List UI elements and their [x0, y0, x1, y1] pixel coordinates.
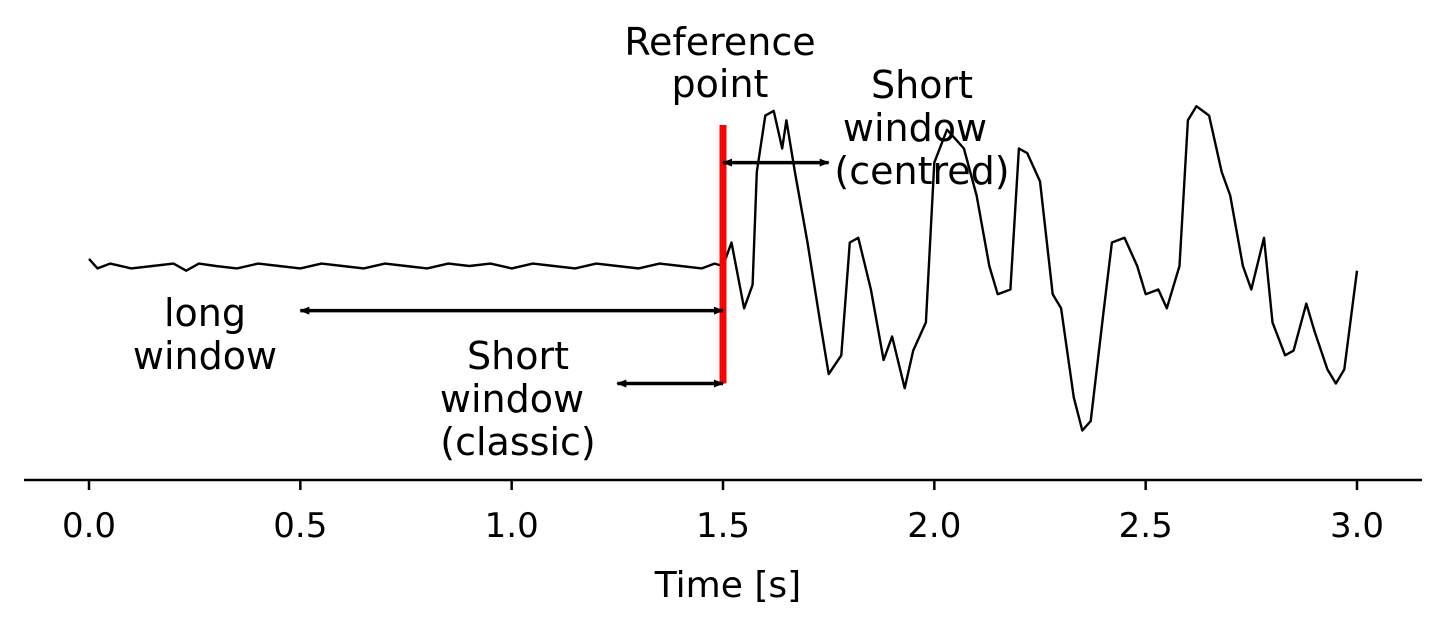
annotation-reference-line1: Reference — [624, 20, 815, 64]
x-axis-label: Time [s] — [654, 565, 801, 606]
signal-line-0 — [88, 104, 1359, 432]
annotation-short-classic-line2: window — [440, 377, 584, 421]
annotation-reference-line2: point — [672, 62, 769, 106]
x-tick-label: 0.5 — [273, 506, 327, 546]
x-tick-label: 2.5 — [1119, 506, 1173, 546]
annotation-short-classic-line1: Short — [467, 334, 569, 378]
annotation-short-centred-line1: Short — [871, 63, 973, 107]
annotation-short-centred-line3: (centred) — [834, 149, 1009, 193]
x-tick-label: 1.5 — [696, 506, 750, 546]
x-tick-label: 2.0 — [907, 506, 961, 546]
annotation-short-centred-line2: window — [843, 106, 987, 150]
arrow-layer — [299, 158, 830, 388]
x-tick-label: 3.0 — [1330, 506, 1384, 546]
signal-layer — [88, 104, 1359, 432]
x-tick-label: 1.0 — [485, 506, 539, 546]
annotation-short-classic-line3: (classic) — [440, 420, 595, 464]
annotation-long-line2: window — [133, 334, 277, 378]
annotation-long-line1: long — [164, 291, 246, 335]
x-axis-ticks: 0.0 0.5 1.0 1.5 2.0 2.5 3.0 — [62, 480, 1384, 546]
x-tick-label: 0.0 — [62, 506, 116, 546]
